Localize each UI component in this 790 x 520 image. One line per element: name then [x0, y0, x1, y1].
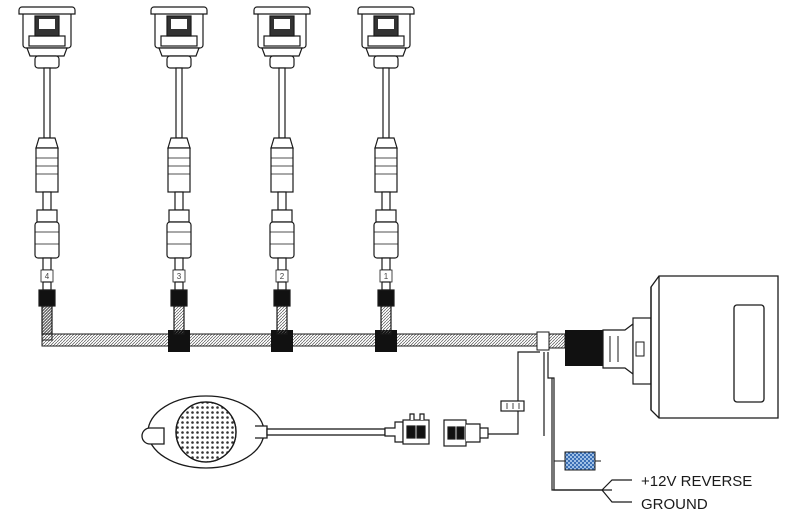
buzzer-plug	[384, 413, 430, 445]
sensor-3: 3	[150, 6, 208, 335]
sensor-number-label: 4	[45, 272, 50, 281]
power-leads	[601, 479, 632, 503]
sensor-2: 2	[253, 6, 311, 335]
speaker-buzzer-icon	[141, 395, 386, 469]
sensor-1: 1	[357, 6, 415, 335]
branch-wires	[488, 351, 612, 491]
ground-label: GROUND	[641, 496, 708, 513]
sensor-number-label: 2	[280, 272, 285, 281]
control-unit-box-icon	[650, 275, 779, 419]
harness-socket	[443, 419, 489, 447]
main-harness	[41, 299, 652, 385]
sensor-number-label: 1	[384, 272, 389, 281]
sensor-4: 4	[18, 6, 76, 335]
sensor-number-label: 3	[177, 272, 182, 281]
blue-connector	[554, 451, 601, 471]
reverse-label: +12V REVERSE	[641, 473, 752, 490]
